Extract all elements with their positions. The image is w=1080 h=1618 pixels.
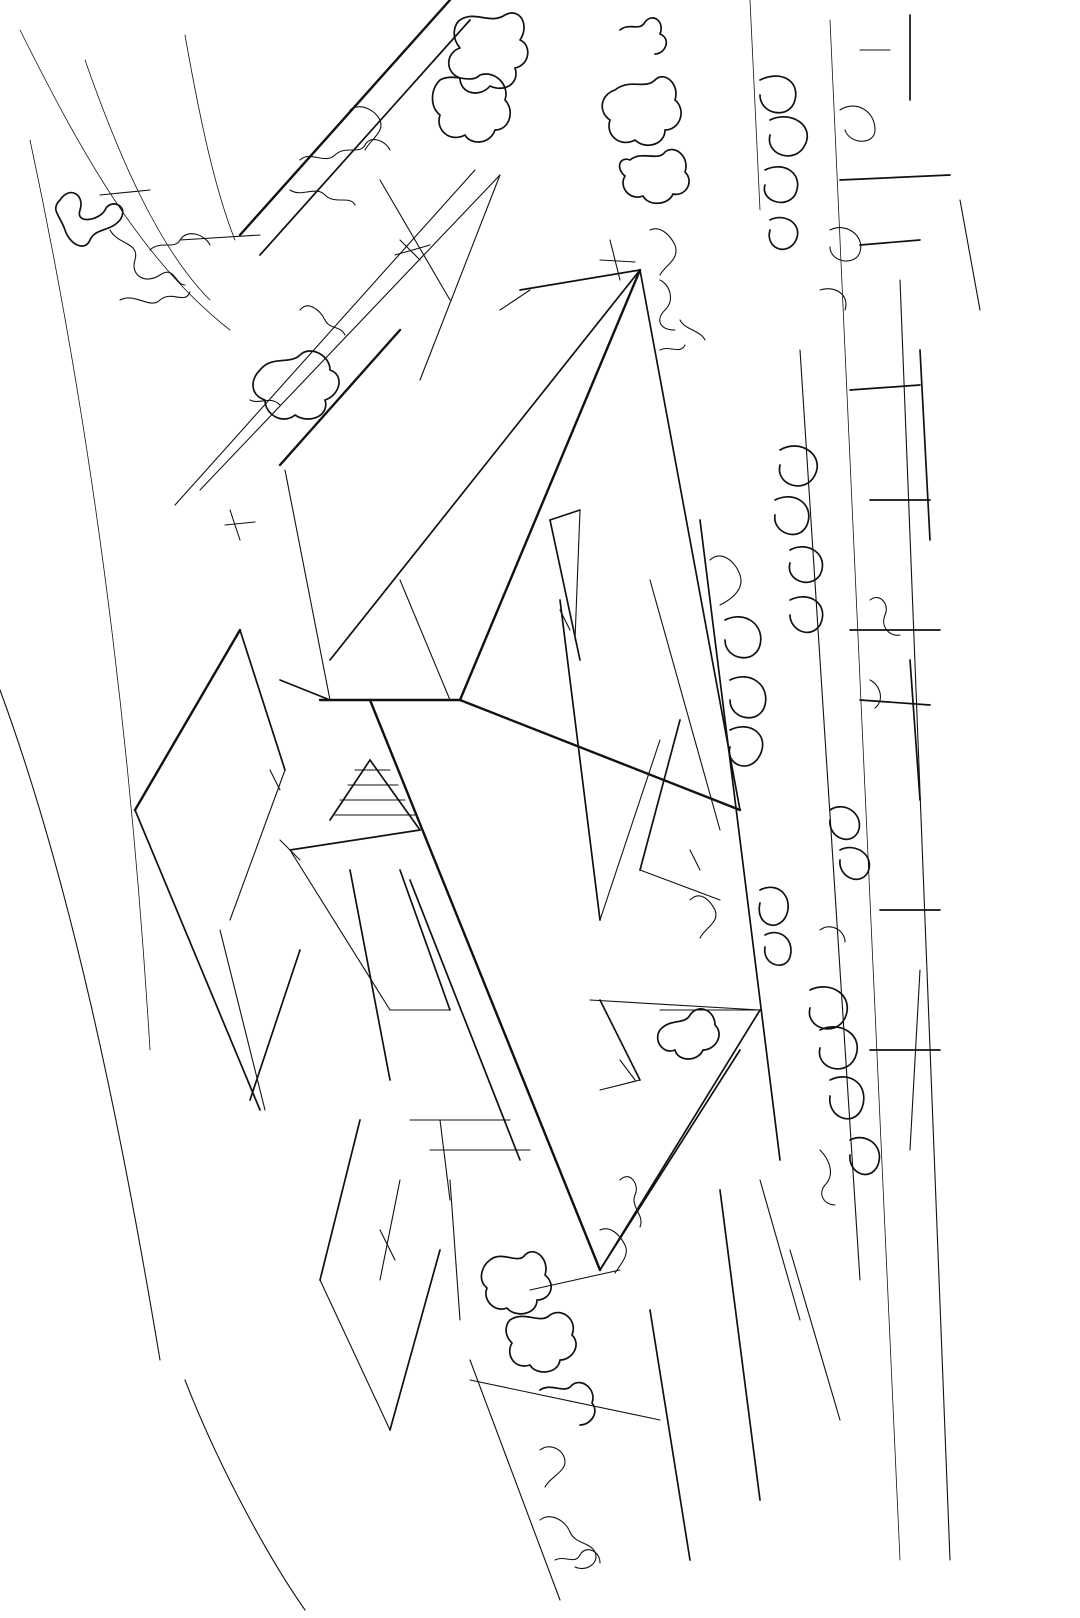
foliage-column [601,17,706,351]
foliage-mid-left [249,305,346,420]
building-block [279,268,761,1272]
foliage-lower-center [599,895,720,1274]
foliage-top-left [55,191,211,304]
street-lines [469,0,981,1601]
foliage-loops-right-lower [758,805,881,1176]
terrain-curves [0,29,306,1611]
foliage-bottom [480,1250,601,1570]
tick-marks [99,49,951,1051]
roof-bands [174,0,641,661]
foliage-loops-upper-right [759,75,876,311]
staircase [289,759,421,851]
terrace [133,628,531,1431]
foliage-right-bumps [819,597,901,1206]
construction-ticks [224,239,701,1261]
foliage-loops-right-middle [709,445,824,767]
window-openings [549,509,721,1091]
foliage-top-center [289,12,529,206]
